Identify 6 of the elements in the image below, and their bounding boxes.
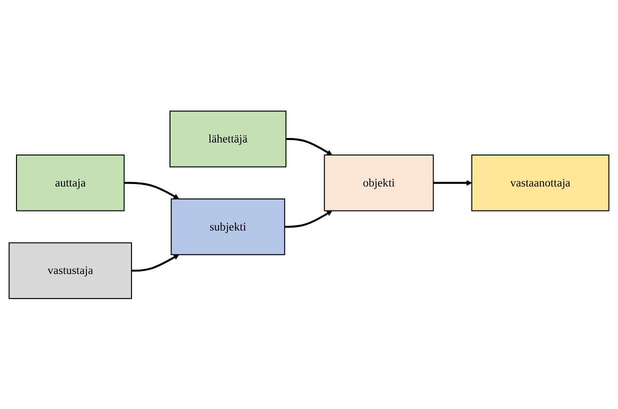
actant-box: vastaanottaja (471, 154, 610, 211)
actant-box: auttaja (16, 154, 125, 211)
actant-box: subjekti (170, 198, 286, 255)
actant-box: objekti (324, 154, 434, 211)
actant-box: lähettäjä (169, 110, 286, 167)
actant-box: vastustaja (8, 242, 132, 299)
